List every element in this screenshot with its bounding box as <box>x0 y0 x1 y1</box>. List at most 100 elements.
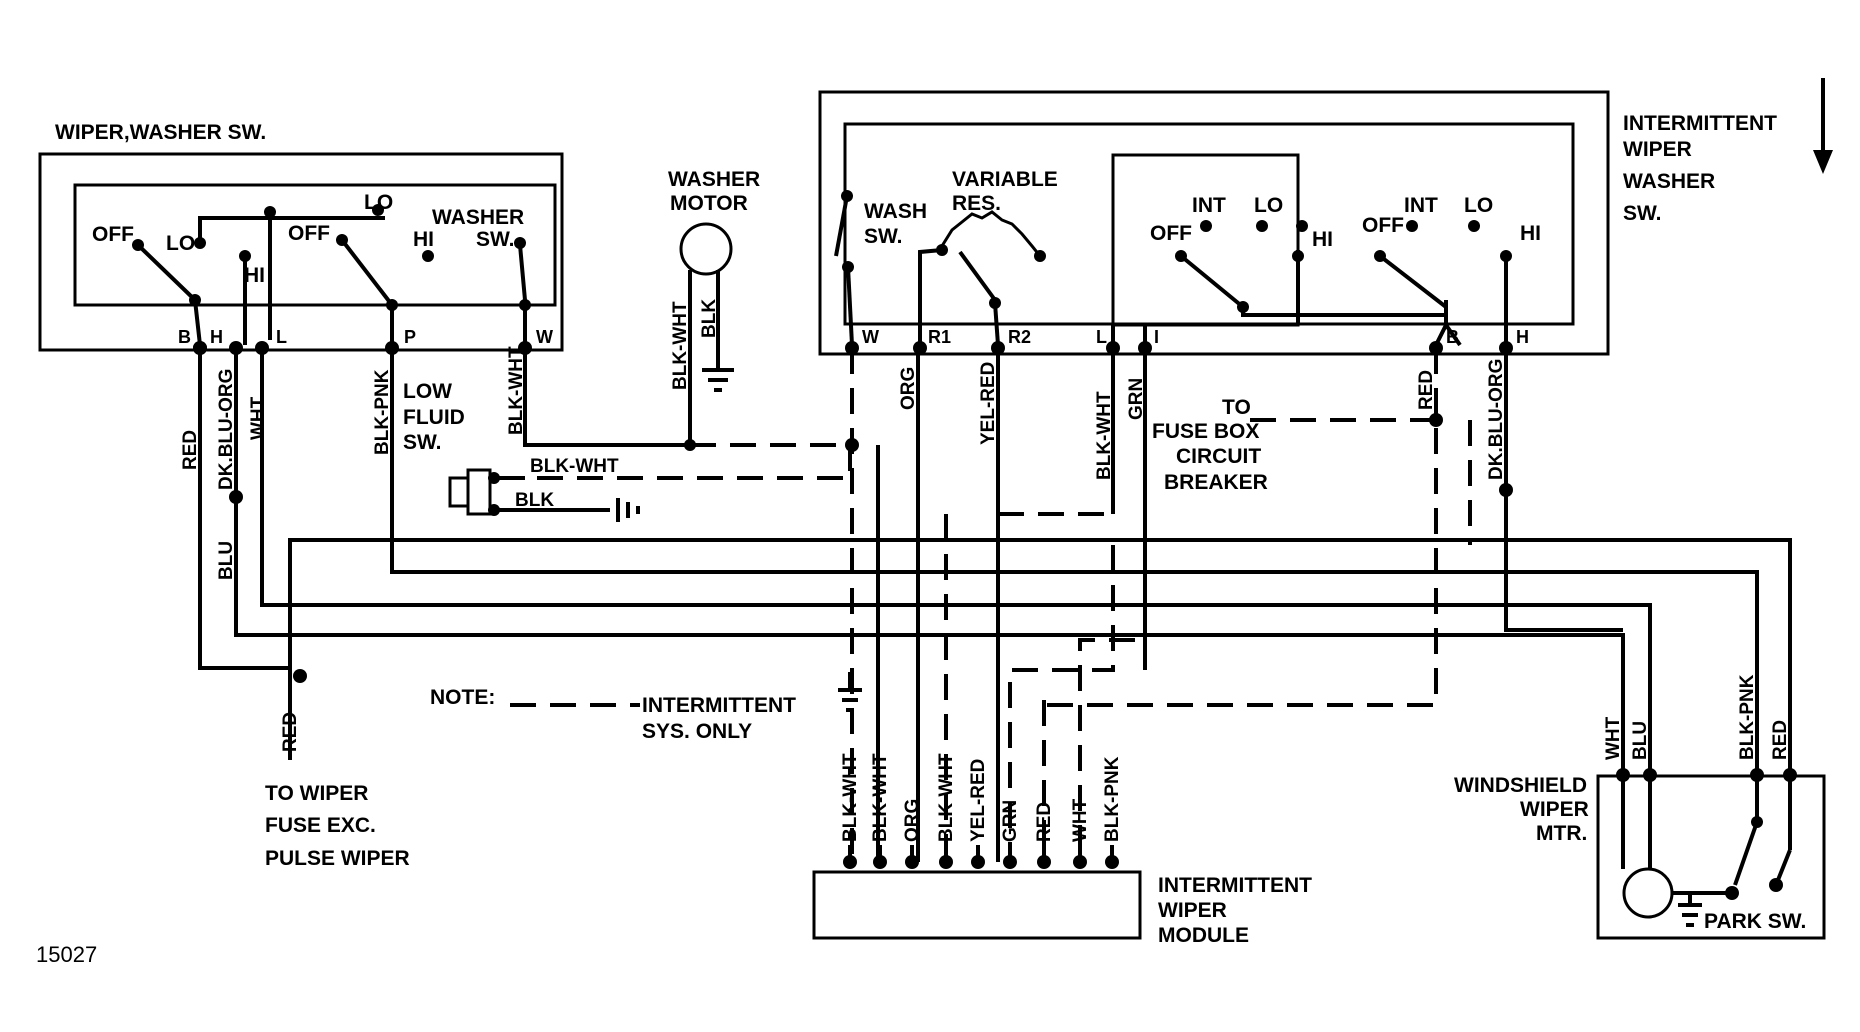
svg-text:INT: INT <box>1192 194 1226 217</box>
svg-text:TO WIPER: TO WIPER <box>265 782 368 805</box>
to-wiper-fuse-label: TO WIPER FUSE EXC. PULSE WIPER <box>265 782 410 870</box>
svg-text:OFF: OFF <box>288 222 330 245</box>
svg-text:BLK-WHT: BLK-WHT <box>1094 391 1115 480</box>
svg-text:BLK-WHT: BLK-WHT <box>530 456 619 477</box>
module-pin-terminal <box>1037 855 1051 869</box>
module-pin-label: BLK-WHT <box>870 753 891 842</box>
low-fluid-switch: LOW FLUID SW. <box>403 380 640 522</box>
svg-text:RED: RED <box>280 712 301 752</box>
svg-text:INTERMITTENT: INTERMITTENT <box>1623 112 1777 135</box>
svg-text:HI: HI <box>413 228 434 251</box>
svg-text:BLK: BLK <box>515 490 554 511</box>
svg-text:SYS. ONLY: SYS. ONLY <box>642 720 752 743</box>
svg-text:INTERMITTENT: INTERMITTENT <box>1158 874 1312 897</box>
svg-text:VARIABLE: VARIABLE <box>952 168 1058 191</box>
figure-number: 15027 <box>36 942 97 967</box>
motor-wire-labels: WHT BLU BLK-PNK RED <box>1603 674 1791 760</box>
wire-labels: RED DK.BLU-ORG WHT BLK-PNK BLK-WHT BLK-W… <box>180 299 1507 752</box>
svg-text:R2: R2 <box>1008 327 1031 347</box>
svg-text:OFF: OFF <box>92 223 134 246</box>
svg-text:FUSE EXC.: FUSE EXC. <box>265 814 376 837</box>
svg-text:MTR.: MTR. <box>1536 822 1587 845</box>
module-pin-terminal <box>905 855 919 869</box>
dashed-wiring <box>510 348 1472 862</box>
intermittent-switch: WASH SW. VARIABLE RES. OFF INT <box>818 90 1777 356</box>
washer-motor: WASHER MOTOR <box>668 168 760 445</box>
svg-text:WASHER: WASHER <box>668 168 760 191</box>
svg-text:LO: LO <box>1464 194 1493 217</box>
note: NOTE: INTERMITTENT SYS. ONLY <box>430 686 796 743</box>
svg-text:B: B <box>178 327 191 347</box>
svg-text:R1: R1 <box>928 327 951 347</box>
svg-text:LO: LO <box>166 232 195 255</box>
motor-wire-label: RED <box>1770 720 1791 760</box>
wiper-washer-switch-inner-box <box>73 183 557 307</box>
module-pin-label: GRN <box>1000 800 1021 842</box>
svg-text:BLK-WHT: BLK-WHT <box>506 346 527 435</box>
svg-text:LO: LO <box>1254 194 1283 217</box>
svg-text:WASH: WASH <box>864 200 927 223</box>
module-pin-group: BLK-WHT BLK-WHT ORG BLK-WHT YEL-RED GRN RED WHT… <box>840 753 1123 869</box>
svg-text:OFF: OFF <box>1150 222 1192 245</box>
motor-wire-label: BLU <box>1630 721 1651 760</box>
svg-text:WASHER: WASHER <box>432 206 524 229</box>
svg-text:L: L <box>276 327 287 347</box>
module-pin-terminal <box>1003 855 1017 869</box>
svg-text:WIPER: WIPER <box>1158 899 1227 922</box>
module-pin-label: BLK-WHT <box>840 753 861 842</box>
svg-text:WASHER: WASHER <box>1623 170 1715 193</box>
module-pin-label: YEL-RED <box>968 759 989 842</box>
svg-text:TO: TO <box>1222 396 1251 419</box>
solid-wiring <box>198 348 1792 862</box>
svg-text:MODULE: MODULE <box>1158 924 1249 947</box>
module-pin-terminal <box>873 855 887 869</box>
svg-text:B: B <box>1446 327 1459 347</box>
module-pin-label: BLK-WHT <box>936 753 957 842</box>
svg-text:FUSE BOX: FUSE BOX <box>1152 420 1259 443</box>
svg-text:HI: HI <box>1312 228 1333 251</box>
svg-text:LO: LO <box>364 191 393 214</box>
fuse-box-label: TO FUSE BOX CIRCUIT BREAKER <box>1152 396 1268 494</box>
svg-text:BLK-PNK: BLK-PNK <box>372 369 393 455</box>
down-arrow-icon <box>1813 78 1833 174</box>
svg-text:WIPER: WIPER <box>1520 798 1589 821</box>
motor-wire-label: BLK-PNK <box>1737 674 1758 760</box>
svg-text:L: L <box>1096 327 1107 347</box>
wiper-washer-switch-outer-box <box>38 152 564 352</box>
svg-text:W: W <box>536 327 553 347</box>
svg-text:WIPER: WIPER <box>1623 138 1692 161</box>
svg-text:SW.: SW. <box>476 228 515 251</box>
svg-text:H: H <box>210 327 223 347</box>
svg-text:DK.BLU-ORG: DK.BLU-ORG <box>216 369 237 490</box>
module-pin-label: ORG <box>902 799 923 842</box>
module-pin-terminal <box>939 855 953 869</box>
intermittent-switch-outer <box>818 90 1610 356</box>
svg-text:PULSE WIPER: PULSE WIPER <box>265 847 410 870</box>
svg-text:YEL-RED: YEL-RED <box>978 362 999 445</box>
svg-text:HI: HI <box>244 264 265 287</box>
svg-text:FLUID: FLUID <box>403 406 465 429</box>
svg-text:OFF: OFF <box>1362 214 1404 237</box>
svg-text:BLK-WHT: BLK-WHT <box>670 301 691 390</box>
wiper-washer-switch-title: WIPER,WASHER SW. <box>55 121 266 144</box>
svg-text:INTERMITTENT: INTERMITTENT <box>642 694 796 717</box>
motor-wire-label: WHT <box>1603 716 1624 760</box>
svg-text:INT: INT <box>1404 194 1438 217</box>
switch-top-bus <box>198 216 385 245</box>
module-pin-label: BLK-PNK <box>1102 756 1123 842</box>
svg-text:P: P <box>404 327 416 347</box>
svg-text:SW.: SW. <box>403 431 442 454</box>
svg-text:LOW: LOW <box>403 380 452 403</box>
svg-text:H: H <box>1516 327 1529 347</box>
svg-text:RES.: RES. <box>952 192 1001 215</box>
svg-text:MOTOR: MOTOR <box>670 192 748 215</box>
windshield-wiper-motor: WINDSHIELD WIPER MTR. PARK SW. <box>1454 768 1826 940</box>
svg-text:SW.: SW. <box>1623 202 1662 225</box>
svg-text:W: W <box>862 327 879 347</box>
svg-text:DK.BLU-ORG: DK.BLU-ORG <box>1486 359 1507 480</box>
module-pin-label: RED <box>1034 802 1055 842</box>
svg-text:I: I <box>1154 327 1159 347</box>
module-pin-label: WHT <box>1070 798 1091 842</box>
module-pin-terminal <box>971 855 985 869</box>
svg-text:WINDSHIELD: WINDSHIELD <box>1454 774 1587 797</box>
